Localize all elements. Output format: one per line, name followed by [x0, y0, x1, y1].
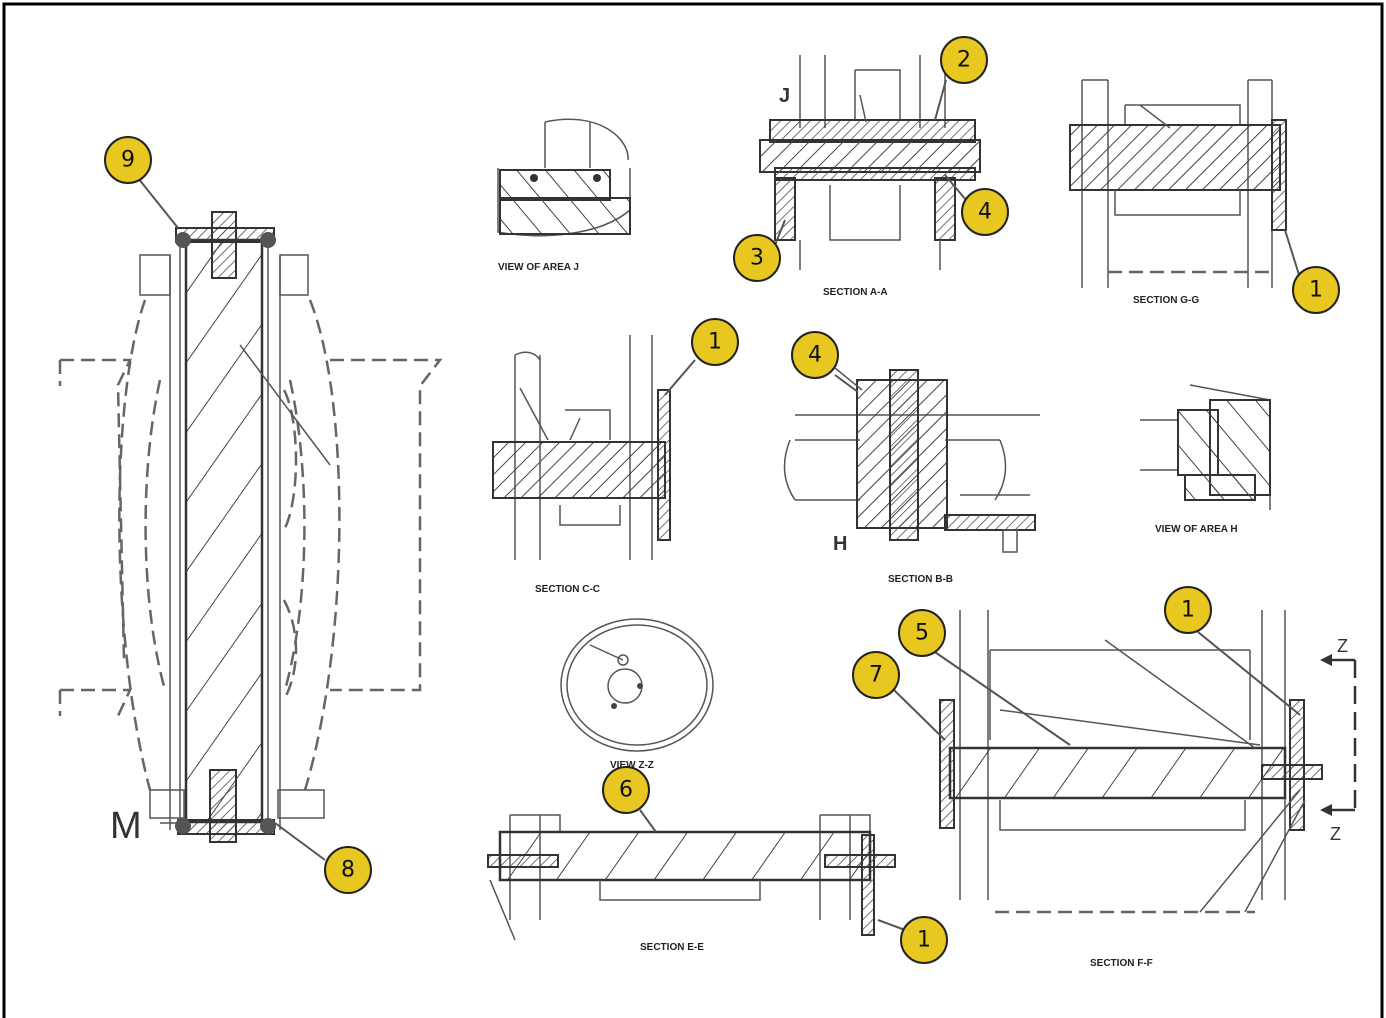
svg-text:1: 1 — [708, 330, 722, 355]
callout-4-section-aa: 4 — [961, 188, 1009, 236]
label-view-area-j: VIEW OF AREA J — [498, 262, 579, 273]
left-shaft-assembly — [58, 211, 443, 843]
svg-text:8: 8 — [341, 858, 355, 883]
view-area-j-drawing — [497, 118, 631, 237]
label-section-cc: SECTION C-C — [535, 584, 600, 595]
label-view-zz: VIEW Z-Z — [610, 760, 654, 771]
label-section-ff: SECTION F-F — [1090, 958, 1153, 969]
label-section-aa: SECTION A-A — [823, 287, 888, 298]
callout-2: 2 — [940, 36, 988, 84]
view-zz-drawing — [560, 618, 714, 752]
svg-text:4: 4 — [808, 343, 822, 368]
label-view-area-h: VIEW OF AREA H — [1155, 524, 1238, 535]
svg-text:6: 6 — [619, 778, 633, 803]
callout-5: 5 — [898, 609, 946, 657]
section-aa-drawing — [759, 55, 981, 270]
view-area-h-drawing — [1140, 384, 1271, 510]
label-section-bb: SECTION B-B — [888, 574, 953, 585]
callout-1-section-ff: 1 — [1164, 586, 1212, 634]
leader-lines — [137, 79, 1301, 931]
svg-text:1: 1 — [1181, 598, 1195, 623]
callout-3: 3 — [733, 234, 781, 282]
letter-j: J — [779, 85, 790, 107]
svg-text:7: 7 — [869, 663, 883, 688]
callout-4-section-bb: 4 — [791, 331, 839, 379]
letter-z-bottom: Z — [1330, 824, 1341, 844]
svg-text:3: 3 — [750, 246, 764, 271]
callout-7: 7 — [852, 651, 900, 699]
svg-text:1: 1 — [917, 928, 931, 953]
section-cc-drawing — [492, 335, 671, 560]
callout-1-section-ee: 1 — [900, 916, 948, 964]
letter-h: H — [833, 533, 847, 555]
callout-8: 8 — [324, 846, 372, 894]
section-ff-drawing — [939, 610, 1357, 914]
callout-9: 9 — [104, 136, 152, 184]
svg-text:2: 2 — [957, 48, 971, 73]
label-section-gg: SECTION G-G — [1133, 295, 1199, 306]
section-gg-drawing — [1069, 79, 1287, 288]
svg-text:9: 9 — [121, 148, 135, 173]
callout-1-section-gg: 1 — [1292, 266, 1340, 314]
letter-z-top: Z — [1337, 636, 1348, 656]
svg-text:4: 4 — [978, 200, 992, 225]
section-bb-drawing — [783, 367, 1040, 553]
callout-1-section-cc: 1 — [691, 318, 739, 366]
callout-6: 6 — [602, 766, 650, 814]
section-ee-drawing — [487, 814, 896, 941]
letter-m: M — [110, 805, 142, 847]
svg-text:1: 1 — [1309, 278, 1323, 303]
label-section-ee: SECTION E-E — [640, 942, 704, 953]
svg-text:5: 5 — [915, 621, 929, 646]
